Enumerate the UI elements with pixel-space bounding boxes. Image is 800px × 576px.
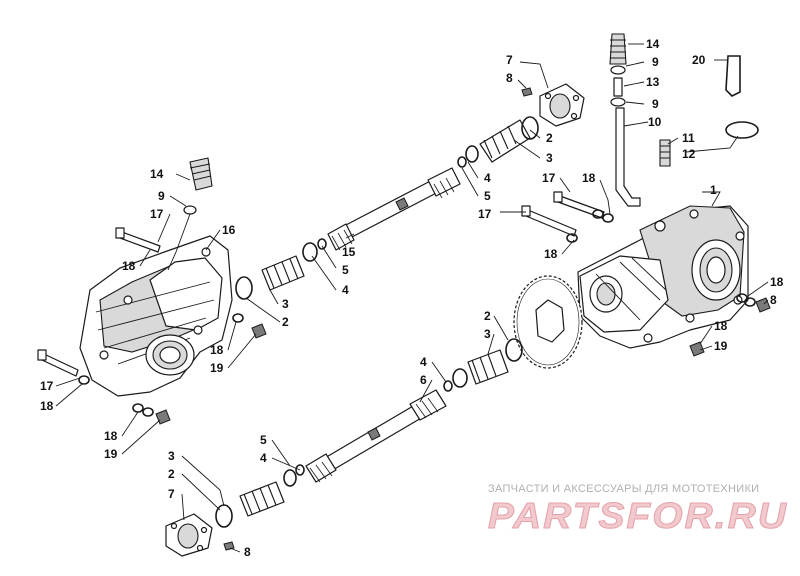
callout-4: 4 bbox=[484, 171, 491, 185]
callout-2: 2 bbox=[484, 309, 491, 323]
callout-labels: 1 14 9 13 9 10 11 12 20 7 8 2 3 4 5 17 1… bbox=[40, 37, 784, 559]
watermark-caption: ЗАПЧАСТИ И АКСЕССУАРЫ ДЛЯ МОТОТЕХНИКИ bbox=[488, 483, 759, 495]
callout-2: 2 bbox=[282, 315, 289, 329]
callout-16: 16 bbox=[222, 223, 236, 237]
lower-driveshaft bbox=[305, 389, 447, 483]
callout-9: 9 bbox=[652, 55, 659, 69]
callout-4: 4 bbox=[260, 451, 267, 465]
clip-and-circlip bbox=[725, 55, 759, 139]
callout-8: 8 bbox=[770, 293, 777, 307]
callout-18: 18 bbox=[582, 171, 596, 185]
callout-8: 8 bbox=[244, 545, 251, 559]
leader-lines bbox=[55, 43, 769, 553]
upper-driveshaft bbox=[327, 167, 461, 251]
callout-8: 8 bbox=[506, 71, 513, 85]
callout-19: 19 bbox=[714, 339, 728, 353]
callout-5: 5 bbox=[484, 189, 491, 203]
callout-18: 18 bbox=[210, 343, 224, 357]
callout-19: 19 bbox=[104, 447, 118, 461]
callout-14: 14 bbox=[150, 167, 164, 181]
callout-4: 4 bbox=[420, 355, 427, 369]
callout-17: 17 bbox=[542, 171, 556, 185]
callout-5: 5 bbox=[342, 263, 349, 277]
right-gear-housing bbox=[577, 205, 749, 349]
callout-18: 18 bbox=[40, 399, 54, 413]
cv-boot-left bbox=[235, 238, 327, 300]
callout-17: 17 bbox=[150, 207, 164, 221]
callout-3: 3 bbox=[484, 327, 491, 341]
callout-10: 10 bbox=[648, 115, 662, 129]
callout-18: 18 bbox=[104, 429, 118, 443]
vent-hose-assembly bbox=[167, 33, 671, 271]
callout-2: 2 bbox=[168, 467, 175, 481]
callout-4: 4 bbox=[342, 283, 349, 297]
callout-9: 9 bbox=[652, 97, 659, 111]
callout-12: 12 bbox=[682, 147, 696, 161]
callout-18: 18 bbox=[714, 319, 728, 333]
brake-disc bbox=[513, 275, 583, 369]
watermark-logo: PARTSFOR.RU bbox=[488, 495, 788, 536]
callout-2: 2 bbox=[546, 131, 553, 145]
callout-18: 18 bbox=[544, 247, 558, 261]
callout-7: 7 bbox=[506, 53, 513, 67]
bearing-flange-top bbox=[521, 83, 585, 127]
callout-19: 19 bbox=[210, 361, 224, 375]
callout-13: 13 bbox=[646, 75, 660, 89]
callout-3: 3 bbox=[282, 297, 289, 311]
callout-14: 14 bbox=[646, 37, 660, 51]
callout-9: 9 bbox=[158, 189, 165, 203]
callout-17: 17 bbox=[478, 207, 492, 221]
cv-boot-upper bbox=[457, 116, 539, 168]
callout-3: 3 bbox=[546, 151, 553, 165]
cv-boot-bottom bbox=[215, 464, 305, 528]
bearing-flange-bottom bbox=[165, 513, 235, 557]
callout-18: 18 bbox=[770, 275, 784, 289]
callout-15: 15 bbox=[342, 245, 356, 259]
bolts-and-washers bbox=[37, 191, 771, 425]
cv-boot-right-lower bbox=[443, 338, 523, 392]
callout-7: 7 bbox=[168, 487, 175, 501]
left-gear-housing bbox=[79, 235, 233, 397]
callout-5: 5 bbox=[260, 433, 267, 447]
callout-11: 11 bbox=[682, 131, 695, 145]
watermark: ЗАПЧАСТИ И АКСЕССУАРЫ ДЛЯ МОТОТЕХНИКИ PA… bbox=[488, 483, 788, 537]
callout-18: 18 bbox=[122, 259, 136, 273]
callout-1: 1 bbox=[710, 183, 717, 197]
callout-3: 3 bbox=[168, 449, 175, 463]
callout-20: 20 bbox=[692, 53, 706, 67]
callout-6: 6 bbox=[420, 373, 427, 387]
callout-17: 17 bbox=[40, 379, 54, 393]
